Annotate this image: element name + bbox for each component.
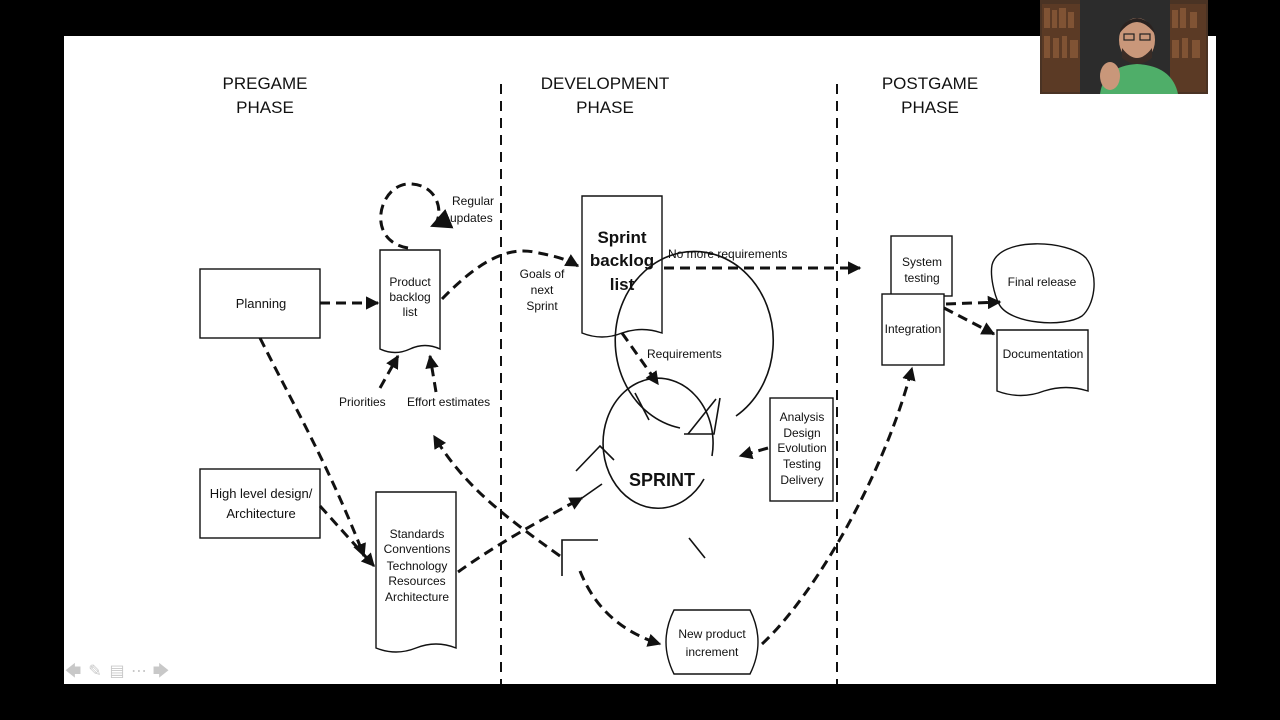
svg-text:Analysis: Analysis [780, 410, 825, 424]
slides-icon[interactable]: ▤ [109, 661, 125, 680]
integration-box: Integration [881, 293, 945, 366]
sprint-backlog-document: Sprint backlog list [581, 195, 663, 338]
svg-text:Integration: Integration [885, 322, 942, 336]
svg-text:Regular: Regular [452, 194, 494, 208]
pregame-phase-heading: PREGAME PHASE [222, 74, 307, 117]
postgame-phase-heading: POSTGAME PHASE [882, 74, 978, 117]
svg-text:New product: New product [678, 627, 746, 641]
svg-text:next: next [531, 283, 554, 297]
goals-next-sprint-label: Goals of next Sprint [520, 267, 565, 313]
svg-text:backlog: backlog [590, 251, 654, 270]
svg-text:Standards: Standards [390, 527, 445, 541]
svg-text:list: list [610, 275, 635, 294]
svg-text:updates: updates [450, 211, 493, 225]
svg-text:Final release: Final release [1008, 275, 1077, 289]
svg-text:DEVELOPMENT: DEVELOPMENT [541, 74, 669, 93]
svg-text:backlog: backlog [389, 290, 430, 304]
svg-text:Goals of: Goals of [520, 267, 565, 281]
requirements-label: Requirements [647, 347, 722, 361]
svg-text:Testing: Testing [783, 457, 821, 471]
scrum-process-diagram: PREGAME PHASE DEVELOPMENT PHASE POSTGAME… [199, 74, 1095, 684]
svg-text:Planning: Planning [236, 296, 287, 311]
more-icon[interactable]: ⋯ [131, 661, 147, 680]
system-testing-box: System testing [890, 235, 953, 297]
svg-text:Conventions: Conventions [384, 542, 451, 556]
svg-text:High level design/: High level design/ [210, 486, 313, 501]
svg-text:Technology: Technology [387, 559, 448, 573]
development-phase-heading: DEVELOPMENT PHASE [541, 74, 669, 117]
standards-document: Standards Conventions Technology Resourc… [375, 491, 457, 653]
documentation-document: Documentation [996, 329, 1089, 397]
svg-text:testing: testing [904, 271, 939, 285]
new-product-increment: New product increment [665, 609, 759, 675]
flow-arrows [258, 249, 1002, 647]
svg-text:Sprint: Sprint [597, 228, 646, 247]
pen-icon[interactable]: ✎ [88, 661, 102, 680]
svg-text:list: list [403, 305, 418, 319]
svg-text:increment: increment [686, 645, 739, 659]
svg-text:Design: Design [783, 426, 820, 440]
svg-text:PREGAME: PREGAME [222, 74, 307, 93]
svg-text:PHASE: PHASE [236, 98, 294, 117]
svg-text:PHASE: PHASE [576, 98, 634, 117]
priorities-label: Priorities [339, 395, 386, 409]
svg-text:Product: Product [389, 275, 431, 289]
no-more-requirements-label: No more requirements [668, 247, 787, 261]
final-release-shape: Final release [990, 243, 1095, 324]
svg-text:POSTGAME: POSTGAME [882, 74, 978, 93]
arrow-left-icon[interactable]: 🡄 [64, 661, 82, 680]
svg-text:PHASE: PHASE [901, 98, 959, 117]
svg-text:Delivery: Delivery [780, 473, 823, 487]
svg-text:Architecture: Architecture [385, 590, 449, 604]
arrow-right-icon[interactable]: 🡆 [152, 661, 170, 680]
activities-box: Analysis Design Evolution Testing Delive… [769, 397, 834, 502]
svg-text:Evolution: Evolution [777, 441, 826, 455]
svg-text:System: System [902, 255, 942, 269]
planning-box: Planning [199, 268, 321, 339]
sprint-cycle: SPRINT [561, 250, 774, 576]
regular-updates-loop: Regular updates [379, 182, 494, 250]
high-level-design-box: High level design/ Architecture [199, 468, 321, 539]
presentation-slide: PREGAME PHASE DEVELOPMENT PHASE POSTGAME… [64, 36, 1216, 684]
sprint-label: SPRINT [629, 470, 695, 490]
svg-text:Architecture: Architecture [226, 506, 295, 521]
effort-estimates-label: Effort estimates [407, 395, 490, 409]
svg-text:Resources: Resources [388, 574, 445, 588]
slide-navigation: 🡄 ✎ ▤ ⋯ 🡆 [64, 660, 184, 684]
product-backlog-document: Product backlog list [379, 249, 441, 354]
svg-text:Documentation: Documentation [1003, 347, 1084, 361]
svg-text:Sprint: Sprint [526, 299, 558, 313]
webcam-video [1040, 0, 1208, 94]
